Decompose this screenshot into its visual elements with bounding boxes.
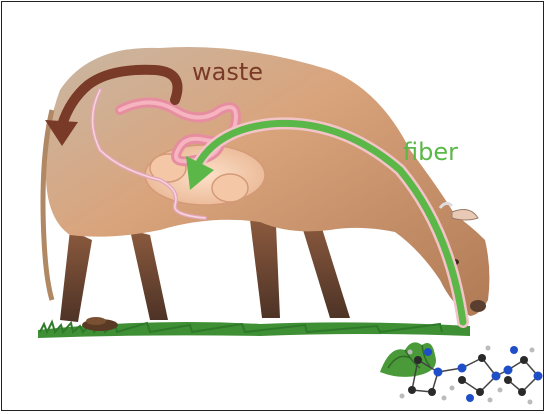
fiber-label: fiber [403,138,458,166]
fiber-plant-icon [380,342,436,377]
waste-label: waste [192,58,263,86]
dung-icon [82,317,118,331]
